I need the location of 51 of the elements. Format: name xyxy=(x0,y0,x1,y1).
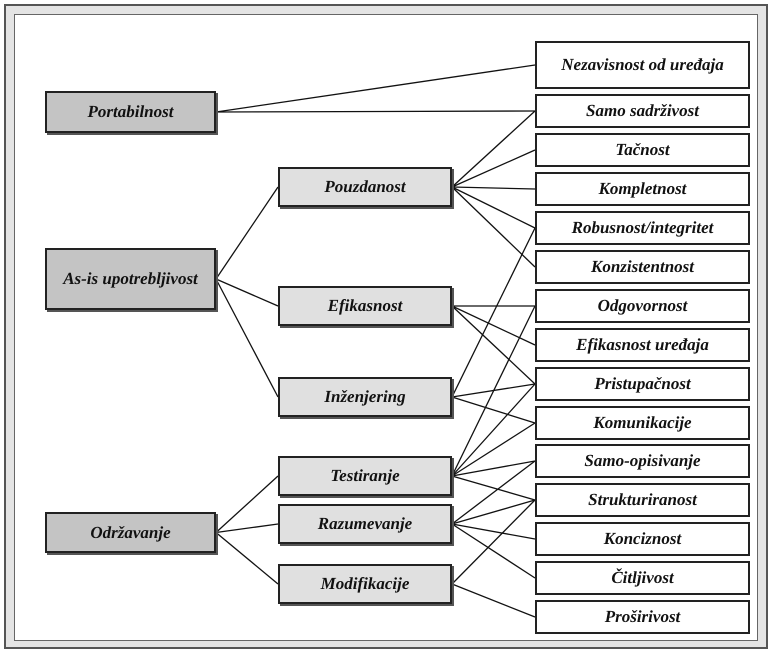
attribute-box: Konciznost xyxy=(535,522,750,556)
connector-line xyxy=(452,305,536,346)
connector-line xyxy=(216,476,278,533)
attribute-box: Samo-opisivanje xyxy=(535,444,750,478)
attribute-box: Čitljivost xyxy=(535,561,750,595)
category-box: As-is upotrebljivost xyxy=(45,248,216,310)
connector-line xyxy=(452,460,536,477)
attribute-box: Komunikacije xyxy=(535,406,750,440)
attribute-box: Samo sadrživost xyxy=(535,94,750,128)
connector-line xyxy=(452,306,536,384)
connector-line xyxy=(452,396,536,424)
connector-line xyxy=(452,460,536,525)
attribute-box: Nezavisnost od uređaja xyxy=(535,41,750,89)
attribute-box: Odgovornost xyxy=(535,289,750,323)
connector-line xyxy=(215,186,279,280)
connector-line xyxy=(452,110,536,188)
attribute-box: Pristupačnost xyxy=(535,367,750,401)
connector-line xyxy=(216,110,535,113)
attribute-box: Efikasnost uređaja xyxy=(535,328,750,362)
category-box: Pouzdanost xyxy=(278,167,452,207)
connector-line xyxy=(452,475,536,501)
connector-line xyxy=(452,186,536,268)
connector-line xyxy=(452,384,536,476)
category-box: Portabilnost xyxy=(45,91,216,133)
attribute-box: Robusnost/integritet xyxy=(535,211,750,245)
connector-line xyxy=(452,186,536,190)
category-box: Testiranje xyxy=(278,456,452,496)
connector-line xyxy=(452,583,536,618)
connector-line xyxy=(452,523,536,540)
connector-line xyxy=(452,149,536,188)
connector-line xyxy=(216,523,278,534)
connector-line xyxy=(216,532,278,584)
connector-line xyxy=(452,500,536,584)
connector-line xyxy=(216,64,536,113)
attribute-box: Strukturiranost xyxy=(535,483,750,517)
connector-line xyxy=(452,383,536,398)
connector-line xyxy=(452,422,536,477)
category-box: Održavanje xyxy=(45,512,216,553)
connector-line xyxy=(452,523,536,579)
connector-line xyxy=(452,499,536,525)
category-box: Efikasnost xyxy=(278,286,452,326)
category-box: Modifikacije xyxy=(278,564,452,604)
attribute-box: Proširivost xyxy=(535,600,750,634)
attribute-box: Konzistentnost xyxy=(535,250,750,284)
attribute-box: Tačnost xyxy=(535,133,750,167)
connector-line xyxy=(452,305,535,307)
attribute-box: Kompletnost xyxy=(535,172,750,206)
connector-line xyxy=(452,186,536,229)
category-box: Razumevanje xyxy=(278,504,452,544)
category-box: Inženjering xyxy=(278,377,452,417)
connector-line xyxy=(216,278,278,307)
